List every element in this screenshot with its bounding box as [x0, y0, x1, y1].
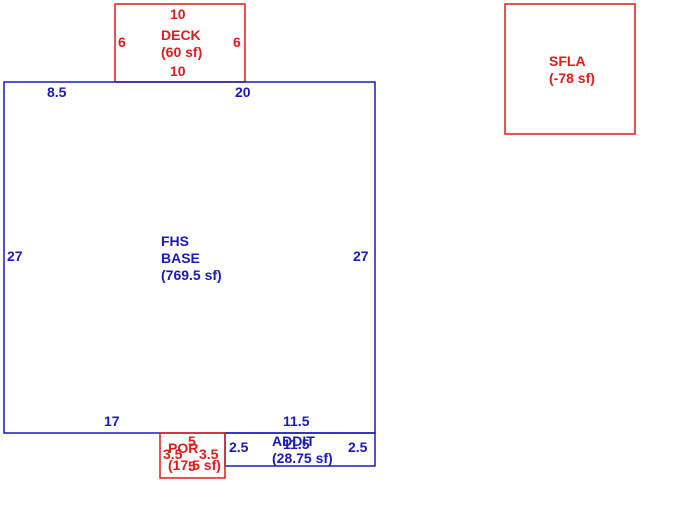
porch-outline	[159, 432, 226, 479]
base-dim-left: 27	[7, 248, 23, 264]
base-dim-top-left: 8.5	[47, 84, 67, 100]
porch-area: (17.5 sf)	[168, 457, 221, 473]
base-name-line1: FHS	[161, 233, 189, 249]
base-dim-right: 27	[353, 248, 369, 264]
porch-dim-right: 3.5	[199, 446, 219, 462]
sfla-area: (-78 sf)	[549, 70, 595, 86]
addit-dim-left: 2.5	[229, 439, 249, 455]
addit-area: (28.75 sf)	[272, 450, 333, 466]
deck-dim-top: 10	[170, 6, 186, 22]
base-dim-bottom-right: 11.5	[283, 413, 310, 429]
deck-dim-bottom: 10	[170, 63, 186, 79]
deck-area: (60 sf)	[161, 44, 202, 60]
porch-dim-left: 3.5	[163, 446, 183, 462]
base-dim-bottom-left: 17	[104, 413, 120, 429]
base-name-line2: BASE	[161, 250, 200, 266]
addit-name: ADDIT	[272, 433, 315, 449]
deck-dim-left: 6	[118, 34, 126, 50]
sfla-outline	[504, 3, 636, 135]
porch-dim-top: 5	[188, 433, 196, 449]
addit-dim-bottom: 11.5	[283, 436, 310, 452]
porch-name: POR	[168, 440, 198, 456]
porch-dim-bottom: 5	[188, 458, 196, 474]
base-dim-top-right: 20	[235, 84, 251, 100]
sfla-name: SFLA	[549, 53, 586, 69]
addit-dim-right: 2.5	[348, 439, 368, 455]
deck-name: DECK	[161, 27, 201, 43]
base-area: (769.5 sf)	[161, 267, 222, 283]
deck-dim-right: 6	[233, 34, 241, 50]
